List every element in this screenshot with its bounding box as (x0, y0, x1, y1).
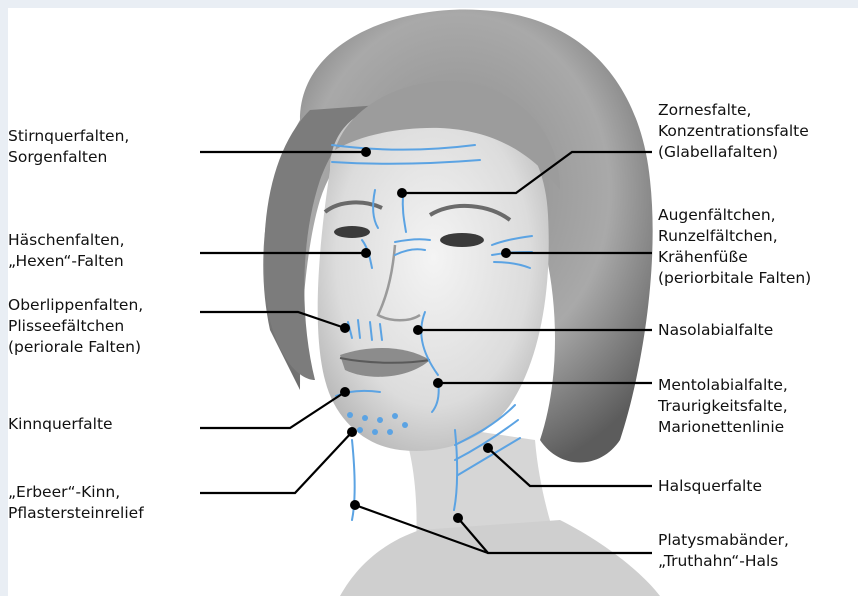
right-eye (440, 233, 484, 247)
label-kinnquerfalte: Kinnquerfalte (8, 414, 113, 435)
label-platysmabaender: Platysmabänder, „Truthahn“-Hals (658, 530, 789, 572)
label-nasolabialfalte: Nasolabialfalte (658, 320, 773, 341)
label-halsquerfalte: Halsquerfalte (658, 476, 762, 497)
label-haeschenfalten: Häschenfalten, „Hexen“-Falten (8, 230, 125, 272)
left-eye (334, 226, 370, 238)
label-stirnquerfalten: Stirnquerfalten, Sorgenfalten (8, 126, 129, 168)
label-erdbeer-kinn: „Erbeer“-Kinn, Pflastersteinrelief (8, 482, 144, 524)
label-oberlippenfalten: Oberlippenfalten, Plisseefältchen (perio… (8, 295, 143, 358)
shoulder-shape (340, 520, 660, 596)
label-mentolabialfalte: Mentolabialfalte, Traurigkeitsfalte, Mar… (658, 375, 788, 438)
label-augenfaeltchen: Augenfältchen, Runzelfältchen, Krähenfüß… (658, 205, 811, 289)
label-zornesfalte: Zornesfalte, Konzentrationsfalte (Glabel… (658, 100, 809, 163)
